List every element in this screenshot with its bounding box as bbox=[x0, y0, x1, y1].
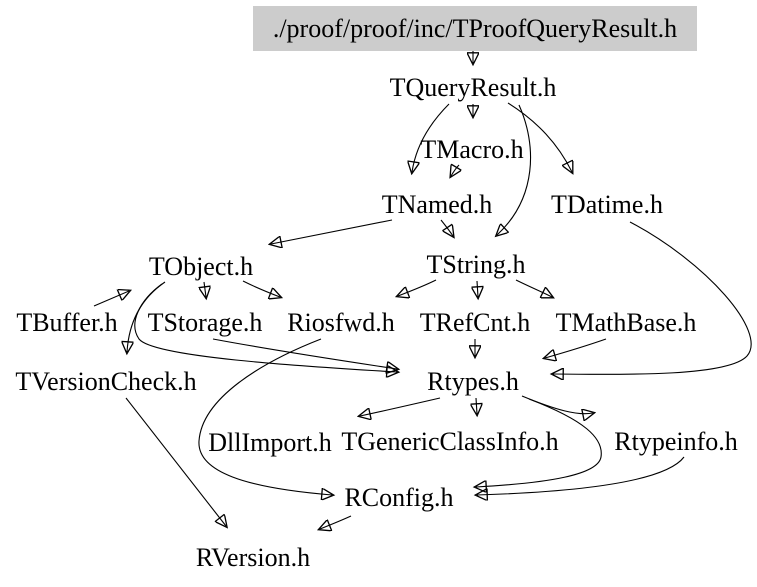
node-dllimport[interactable]: DllImport.h bbox=[208, 428, 332, 457]
node-tdatime[interactable]: TDatime.h bbox=[551, 190, 663, 219]
edge-rtypeinfo-rconfig bbox=[477, 456, 685, 495]
node-tstring[interactable]: TString.h bbox=[426, 250, 526, 279]
edge-tnamed-tstring bbox=[440, 219, 453, 236]
edge-tstring-trefcnt bbox=[477, 280, 478, 297]
node-tbuffer[interactable]: TBuffer.h bbox=[16, 308, 118, 337]
edge-tobject-riosfwd bbox=[242, 280, 280, 297]
edge-rconfig-rversion bbox=[320, 515, 352, 529]
edge-tbuffer-tobject bbox=[93, 291, 129, 307]
node-rtypeinfo[interactable]: Rtypeinfo.h bbox=[614, 427, 738, 456]
edge-tmathbase-rtypes bbox=[545, 338, 607, 358]
edge-tobject-tstorage bbox=[204, 281, 206, 297]
node-rtypes[interactable]: Rtypes.h bbox=[427, 367, 519, 396]
node-tqueryresult[interactable]: TQueryResult.h bbox=[389, 73, 557, 102]
edge-tqueryresult-tnamed bbox=[412, 103, 450, 172]
node-tmacro[interactable]: TMacro.h bbox=[420, 135, 524, 164]
edge-tversioncheck-rversion bbox=[125, 397, 226, 526]
edge-tdatime-rtypes bbox=[553, 221, 752, 374]
edge-tmacro-tnamed bbox=[451, 165, 459, 176]
edge-tobject-rtypes bbox=[134, 283, 397, 372]
edge-rtypes-rconfig bbox=[476, 398, 602, 487]
node-tversioncheck[interactable]: TVersionCheck.h bbox=[15, 367, 197, 396]
node-tmathbase[interactable]: TMathBase.h bbox=[555, 308, 697, 337]
edge-tstorage-rtypes bbox=[212, 338, 397, 369]
node-trefcnt[interactable]: TRefCnt.h bbox=[419, 308, 531, 337]
node-tstorage[interactable]: TStorage.h bbox=[147, 308, 263, 337]
edge-tqueryresult-tdatime bbox=[507, 102, 572, 172]
node-rversion[interactable]: RVersion.h bbox=[195, 543, 311, 572]
edge-riosfwd-rconfig bbox=[198, 338, 332, 495]
edge-rtypes-dllimport bbox=[360, 397, 441, 416]
node-riosfwd[interactable]: Riosfwd.h bbox=[287, 308, 395, 337]
edge-tqueryresult-tstring bbox=[497, 104, 532, 235]
node-tobject[interactable]: TObject.h bbox=[148, 252, 254, 281]
node-tgenericclassinfo[interactable]: TGenericClassInfo.h bbox=[341, 427, 559, 456]
edge-tstring-riosfwd bbox=[398, 279, 437, 296]
edge-tstring-tmathbase bbox=[515, 279, 552, 297]
root-node: ./proof/proof/inc/TProofQueryResult.h bbox=[253, 6, 697, 51]
node-rconfig[interactable]: RConfig.h bbox=[344, 483, 454, 512]
edge-tnamed-tobject bbox=[271, 219, 393, 244]
node-tnamed[interactable]: TNamed.h bbox=[381, 190, 493, 219]
edge-rtypes-tgenericclassinfo bbox=[476, 397, 477, 414]
